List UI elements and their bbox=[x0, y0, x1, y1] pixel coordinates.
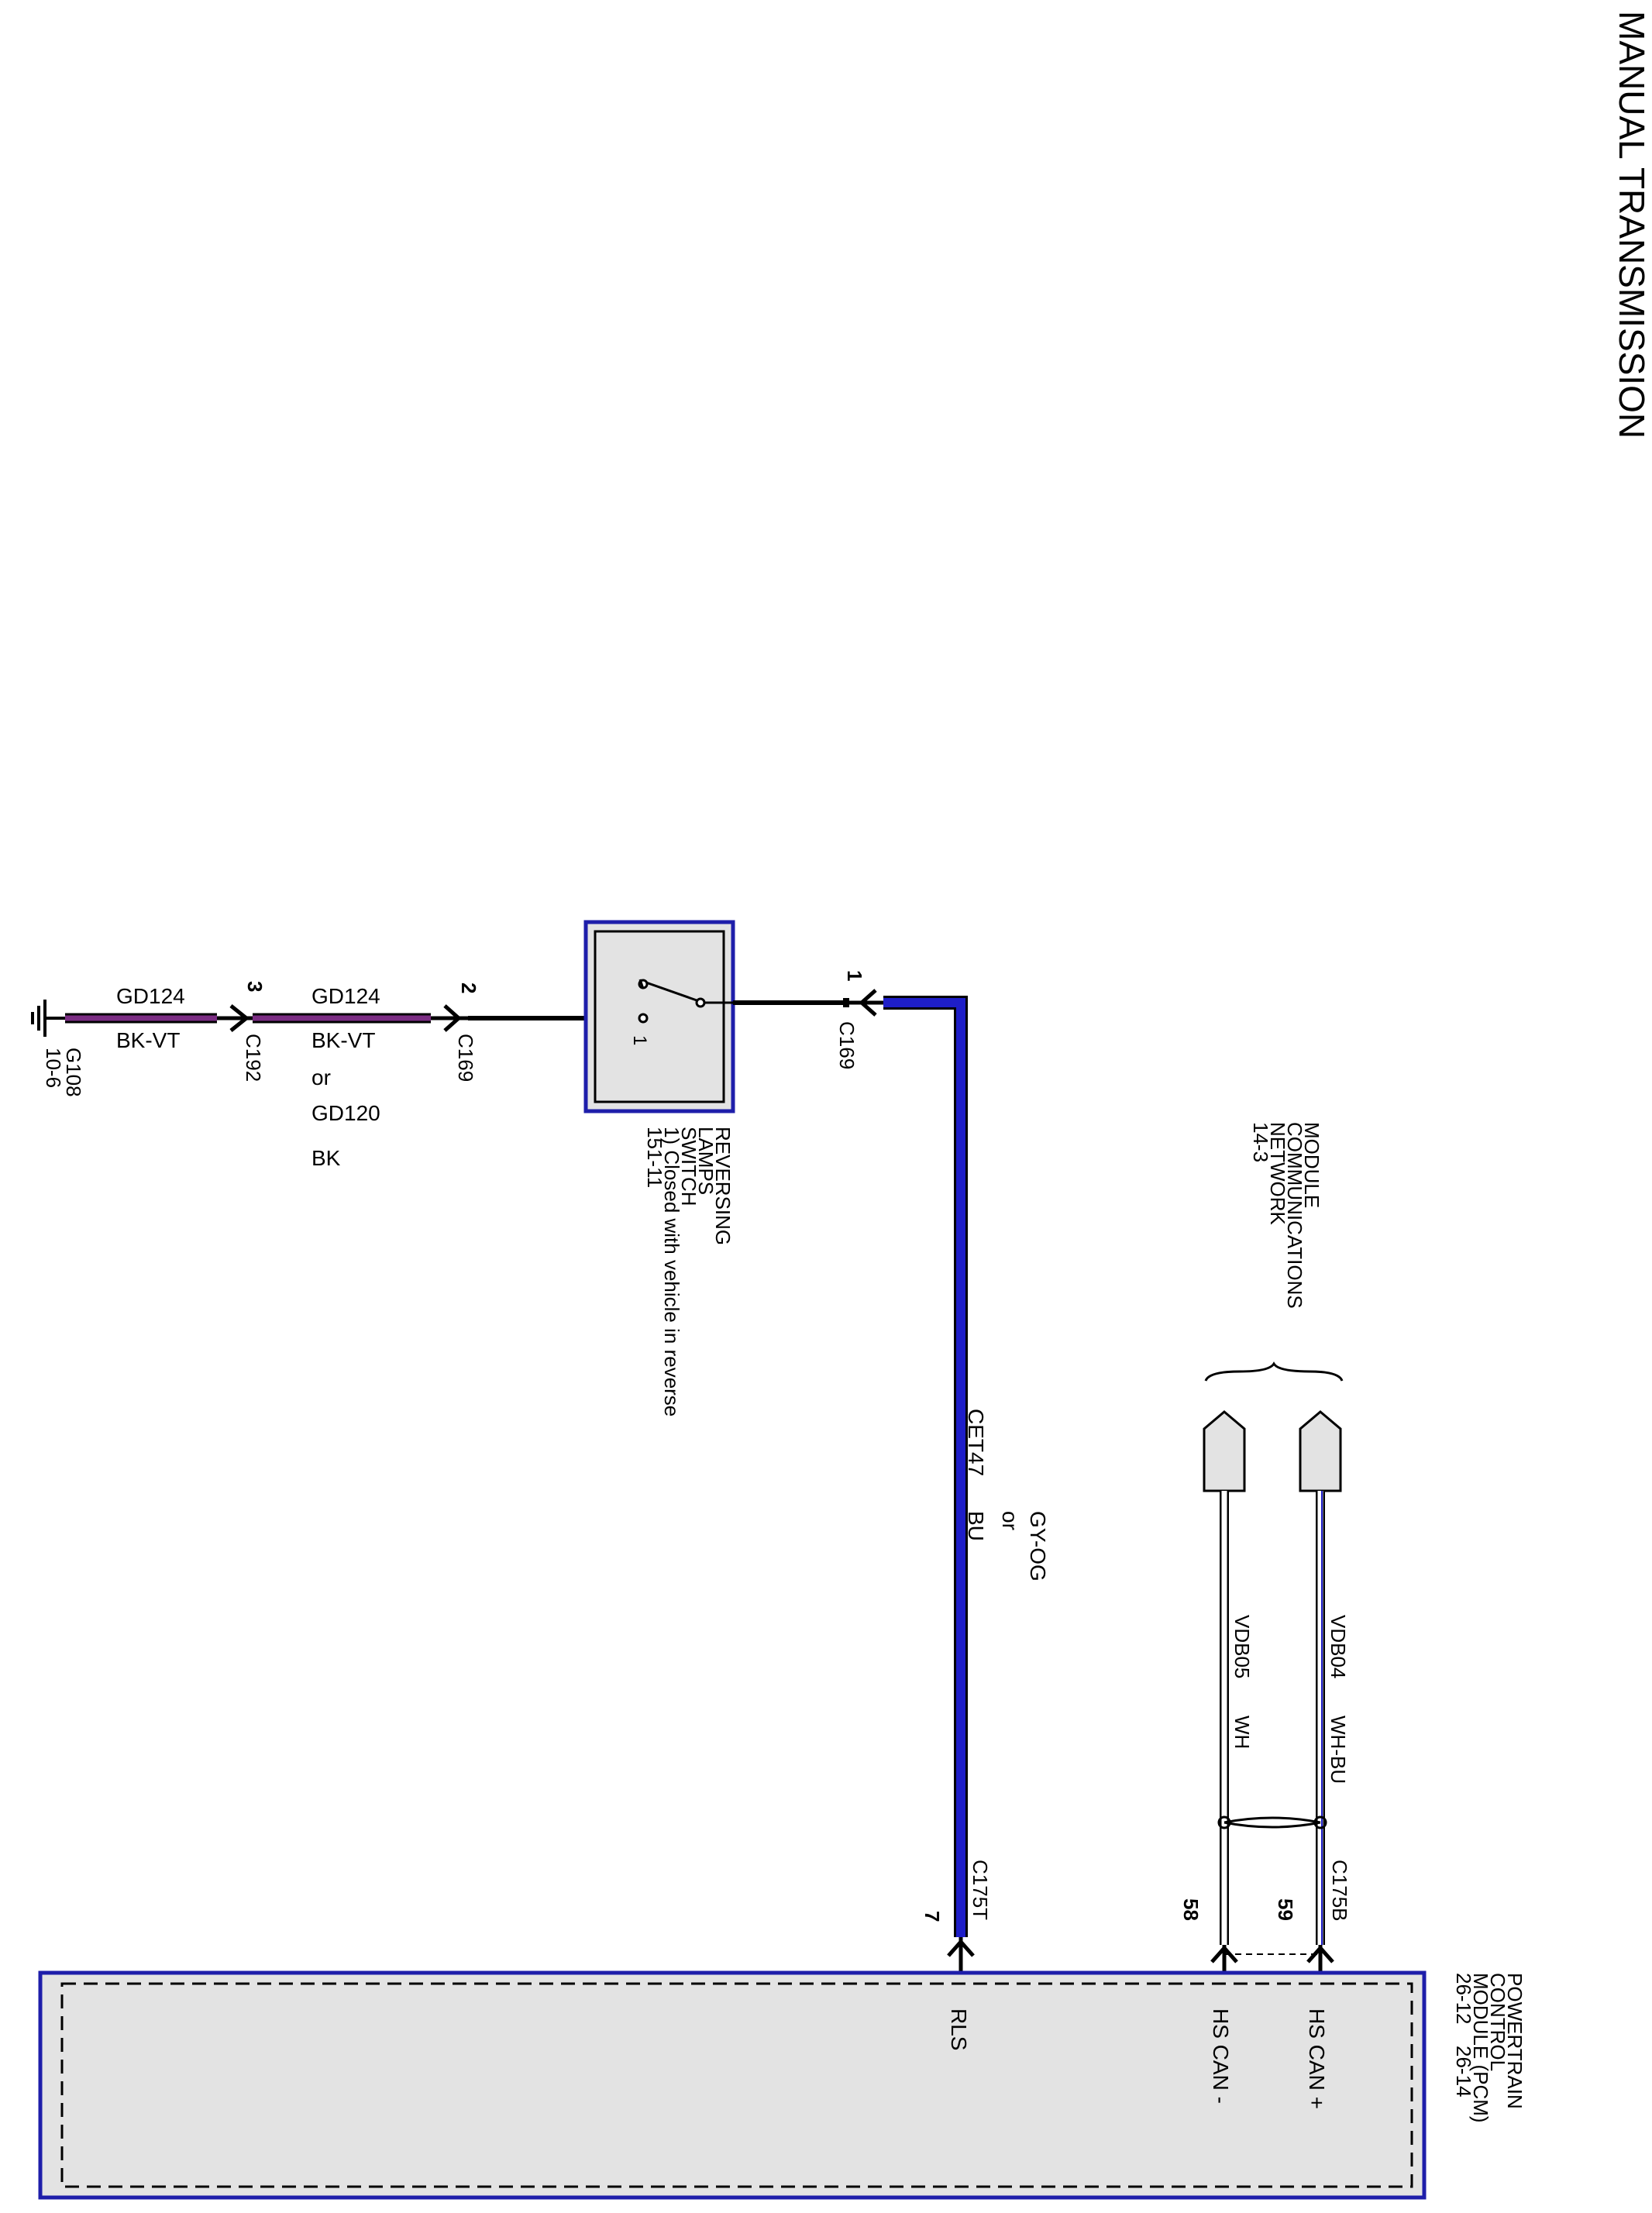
section-title: MANUAL TRANSMISSION bbox=[1612, 11, 1652, 439]
pcm-pin-can-high: HS CAN + bbox=[1305, 2008, 1329, 2109]
wire-switch-ground-color: BK-VT bbox=[311, 1028, 375, 1052]
wire-switch-ground-circuit: GD124 bbox=[311, 984, 380, 1008]
connector-c192-name: C192 bbox=[242, 1034, 265, 1082]
connector-c169-pin1 bbox=[843, 989, 883, 1017]
network-arrow-high bbox=[1299, 1410, 1342, 1492]
connector-c175b-pin-low: 58 bbox=[1179, 1898, 1203, 1921]
wire-cet47-or: or bbox=[998, 1511, 1022, 1530]
switch-title-1: REVERSING bbox=[711, 1127, 735, 1245]
connector-c175t-pin: 7 bbox=[921, 1911, 944, 1922]
reversing-lamps-switch bbox=[583, 920, 735, 1113]
wire-switch-ground-alt-color: BK bbox=[311, 1146, 341, 1170]
wire-vdb05-color: WH bbox=[1230, 1716, 1254, 1749]
pcm-title-3: MODULE (PCM) bbox=[1469, 1973, 1492, 2123]
connector-c169-out-name: C169 bbox=[835, 1021, 859, 1069]
connector-c175t-name: C175T bbox=[969, 1860, 992, 1920]
pcm-pin-can-low: HS CAN - bbox=[1209, 2008, 1233, 2104]
connector-c192 bbox=[217, 1004, 253, 1032]
network-line3: NETWORK bbox=[1266, 1122, 1289, 1226]
wire-gd124-ground-color: BK-VT bbox=[116, 1028, 180, 1052]
pcm-title-1: POWERTRAIN bbox=[1503, 1973, 1526, 2109]
switch-title-2: LAMPS bbox=[694, 1127, 718, 1195]
wire-vdb05-circuit: VDB05 bbox=[1230, 1615, 1254, 1678]
wire-vdb04-circuit: VDB04 bbox=[1327, 1615, 1350, 1678]
wire-cet47-alt-color: GY-OG bbox=[1026, 1511, 1050, 1581]
connector-c192-pin: 3 bbox=[243, 981, 267, 992]
switch-ref: 151-11 bbox=[643, 1127, 666, 1188]
pcm-module bbox=[38, 1970, 1427, 2200]
wire-switch-ground-or: or bbox=[311, 1065, 331, 1089]
connector-c169-pin2 bbox=[431, 1004, 468, 1032]
wire-vdb04-color: WH-BU bbox=[1327, 1716, 1350, 1784]
network-brace bbox=[1204, 1361, 1344, 1382]
ground-g108 bbox=[31, 1000, 65, 1037]
wire-cet47-color: BU bbox=[964, 1511, 988, 1541]
wire-cet47-circuit: CET47 bbox=[964, 1409, 988, 1476]
wire-switch-ground-alt-circuit: GD120 bbox=[311, 1101, 380, 1125]
network-line1: MODULE bbox=[1300, 1122, 1323, 1208]
ground-name: G108 bbox=[62, 1048, 85, 1097]
pcm-pin-rls: RLS bbox=[947, 2008, 971, 2050]
connector-c169-in-pin: 2 bbox=[457, 983, 480, 993]
connector-c175t bbox=[947, 1937, 975, 1973]
network-arrow-low bbox=[1203, 1410, 1246, 1492]
network-ref: 14-3 bbox=[1249, 1122, 1272, 1162]
pcm-ref-2: 26-14 bbox=[1452, 2046, 1475, 2098]
ground-ref: 10-6 bbox=[42, 1048, 65, 1088]
network-line2: COMMUNICATIONS bbox=[1283, 1122, 1306, 1309]
connector-c175b bbox=[1210, 1945, 1334, 1973]
twisted-pair-marker bbox=[1217, 1815, 1327, 1829]
pcm-title-2: CONTROL bbox=[1486, 1973, 1509, 2071]
wire-gd124-ground-circuit: GD124 bbox=[116, 984, 185, 1008]
connector-c175b-pin-high: 59 bbox=[1274, 1898, 1297, 1921]
wire-cet47 bbox=[883, 996, 968, 1937]
connector-c169-in-name: C169 bbox=[454, 1034, 477, 1082]
switch-note: 1) Closed with vehicle in reverse bbox=[660, 1127, 683, 1416]
pcm-ref-1: 26-12 bbox=[1452, 1973, 1475, 2025]
connector-c169-out-pin: 1 bbox=[843, 970, 866, 981]
switch-title-3: SWITCH bbox=[677, 1127, 700, 1206]
switch-contact-note: 1 bbox=[629, 1035, 650, 1045]
connector-c175b-name: C175B bbox=[1328, 1860, 1351, 1922]
wire-vdb04 bbox=[1316, 1491, 1325, 1945]
